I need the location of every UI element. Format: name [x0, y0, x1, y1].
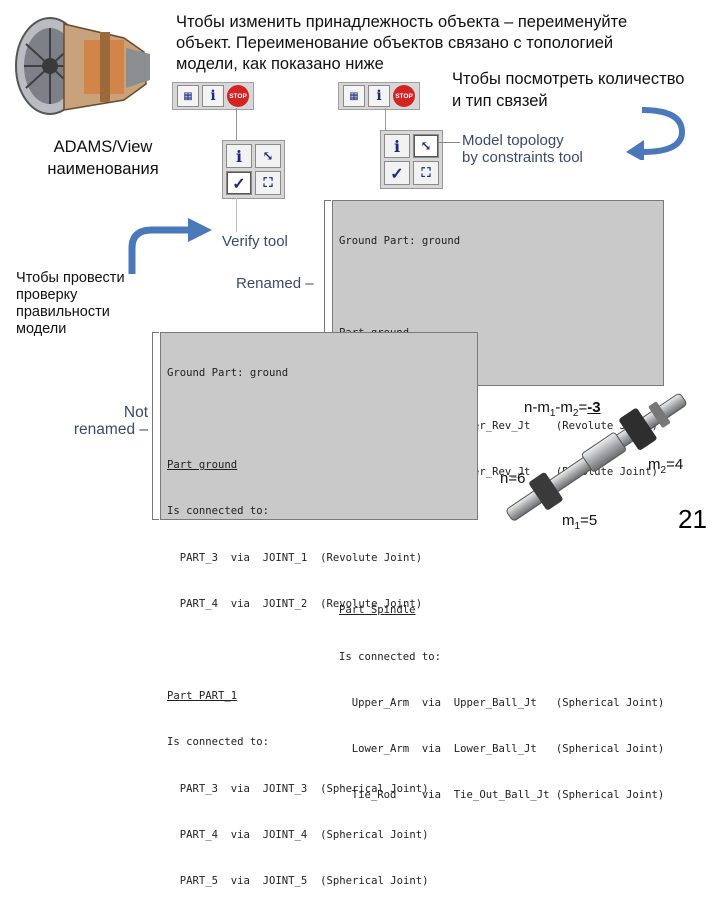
code-line: [167, 643, 471, 658]
callout-line: by constraints tool: [462, 149, 583, 166]
title-line: модели, как показано ниже: [176, 55, 384, 73]
stop-icon[interactable]: STOP: [227, 85, 249, 107]
m2-value: m2=4: [648, 456, 683, 476]
code-line: PART_4 via JOINT_2 (Revolute Joint): [167, 597, 423, 610]
renamed-callout: Renamed –: [236, 275, 314, 292]
code-line: Is connected to:: [167, 505, 270, 518]
not-renamed-topology-output: Ground Part: ground Part ground Is conne…: [160, 332, 478, 887]
title-text: Чтобы изменить принадлежность объекта – …: [176, 12, 676, 75]
tool-palette-left: i ⤡ ✓ ⛶: [222, 140, 285, 199]
dof-result: -3: [587, 399, 601, 416]
adams-label: ADAMS/View наименования: [18, 136, 188, 180]
bracket: [152, 332, 159, 520]
code-line: PART_3 via JOINT_1 (Revolute Joint): [167, 551, 423, 564]
tool-palette-right: i ⤡ ✓ ⛶: [380, 130, 443, 189]
check-line: проверку: [16, 287, 78, 303]
code-line: [167, 412, 471, 427]
code-line: PART_5 via JOINT_5 (Spherical Joint): [167, 875, 429, 888]
formula-part: n-m: [524, 399, 550, 416]
formula-part: =4: [666, 456, 684, 473]
n-value: n=6: [500, 470, 526, 487]
leader-line: [438, 142, 460, 143]
code-line: Part ground: [167, 459, 238, 472]
adams-line: ADAMS/View: [53, 138, 153, 156]
toolbar-left: ▦ i STOP: [172, 82, 254, 110]
code-line: Is connected to:: [167, 736, 270, 749]
toolbar-right: ▦ i STOP: [338, 82, 420, 110]
adams-line: наименования: [47, 160, 159, 178]
check-line: Чтобы провести: [16, 270, 125, 286]
topology-icon[interactable]: ⤡: [413, 134, 439, 158]
stop-icon[interactable]: STOP: [393, 85, 415, 107]
leader-line: [385, 108, 386, 130]
graph-icon[interactable]: ⛶: [413, 161, 439, 185]
page-number: 21: [678, 504, 707, 534]
code-line: Part PART_1: [167, 690, 238, 703]
formula-part: m: [648, 456, 661, 473]
code-line: Ground Part: ground: [167, 366, 289, 379]
not-renamed-callout: Not renamed –: [72, 404, 148, 438]
formula-part: =: [578, 399, 588, 416]
title-line: объект. Переименование объектов связано …: [176, 34, 614, 52]
info-icon[interactable]: i: [202, 85, 224, 107]
code-line: PART_3 via JOINT_3 (Spherical Joint): [167, 782, 429, 795]
topology-note-line: Чтобы посмотреть количество: [452, 70, 685, 88]
leader-line: [236, 198, 237, 232]
check-line: правильности: [16, 304, 110, 320]
jet-engine-image: [15, 17, 150, 115]
check-label: Чтобы провести проверку правильности мод…: [16, 270, 146, 338]
formula-sub: 1: [549, 408, 556, 419]
formula-part: m: [562, 512, 575, 529]
callout-line: renamed –: [73, 421, 148, 438]
properties-icon[interactable]: ▦: [343, 85, 365, 107]
formula-part: -m: [555, 399, 573, 416]
formula-sub: 2: [572, 408, 579, 419]
code-line: Ground Part: ground: [339, 234, 461, 247]
verify-check-icon[interactable]: ✓: [226, 171, 252, 195]
formula-part: =5: [580, 512, 598, 529]
info-icon[interactable]: i: [368, 85, 390, 107]
formula-sub: 2: [660, 465, 667, 476]
spindle-image: [506, 393, 687, 521]
curved-arrow-icon: [128, 218, 212, 274]
dof-formula: n-m1-m2=-3: [524, 399, 601, 419]
verify-check-icon[interactable]: ✓: [384, 161, 410, 185]
title-line: Чтобы изменить принадлежность объекта – …: [176, 13, 628, 31]
check-line: модели: [16, 321, 67, 337]
info-icon[interactable]: i: [384, 134, 410, 158]
callout-line: Not: [123, 404, 148, 421]
m1-value: m1=5: [562, 512, 597, 532]
verify-tool-callout: Verify tool: [222, 233, 288, 250]
formula-sub: 1: [574, 521, 581, 532]
leader-line: [236, 108, 237, 140]
properties-icon[interactable]: ▦: [177, 85, 199, 107]
code-line: [339, 280, 657, 295]
graph-icon[interactable]: ⛶: [255, 171, 281, 195]
info-icon[interactable]: i: [226, 144, 252, 168]
code-line: PART_4 via JOINT_4 (Spherical Joint): [167, 828, 429, 841]
topology-icon[interactable]: ⤡: [255, 144, 281, 168]
model-topology-callout: Model topology by constraints tool: [462, 132, 583, 166]
callout-line: Model topology: [462, 132, 564, 149]
curved-arrow-icon: [626, 107, 686, 160]
topology-note: Чтобы посмотреть количество и тип связей: [452, 68, 720, 112]
topology-note-line: и тип связей: [452, 92, 548, 110]
